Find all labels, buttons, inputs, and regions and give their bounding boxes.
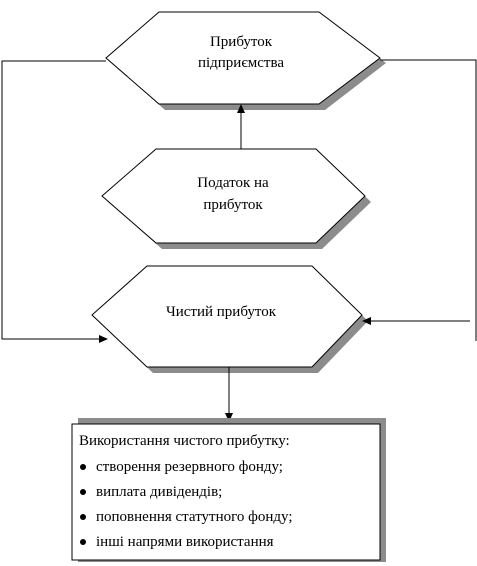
profit-tax-node: Податок на прибуток (101, 148, 371, 249)
bullet-icon (80, 514, 86, 520)
enterprise-profit-hexagon (105, 11, 381, 105)
usage-title: Використання чистого прибутку: (79, 433, 290, 449)
usage-item-text: поповнення статутного фонду; (96, 509, 293, 525)
tax-to-profit-arrow (237, 104, 245, 149)
enterprise-profit-label-line2: підприємства (198, 55, 284, 71)
usage-item: виплата дивідендів; (79, 480, 380, 505)
net-profit-hexagon (91, 265, 363, 368)
usage-box: Використання чистого прибутку: створення… (72, 424, 380, 558)
bullet-icon (80, 464, 86, 470)
usage-item-text: виплата дивідендів; (96, 484, 223, 500)
usage-box-frame (71, 423, 381, 561)
usage-list: створення резервного фонду; виплата диві… (79, 455, 380, 555)
left-loop-connector (1, 60, 108, 343)
net-profit-label: Чистий прибуток (166, 304, 277, 320)
usage-item: інші напрями використання (79, 530, 380, 555)
profit-tax-label-line1: Податок на (197, 175, 269, 191)
bullet-icon (80, 489, 86, 495)
net-profit-node: Чистий прибуток (91, 265, 368, 373)
enterprise-profit-node: Прибуток підприємства (105, 11, 386, 110)
usage-item-text: інші напрями використання (96, 534, 274, 550)
enterprise-profit-label-line1: Прибуток (210, 34, 273, 50)
usage-item-text: створення резервного фонду; (96, 459, 283, 475)
right-loop-connector (362, 59, 477, 341)
usage-item: створення резервного фонду; (79, 455, 380, 480)
profit-tax-label-line2: прибуток (203, 197, 263, 213)
bullet-icon (80, 539, 86, 545)
profit-tax-hexagon (101, 148, 366, 244)
usage-item: поповнення статутного фонду; (79, 505, 380, 530)
net-profit-to-usage-arrow (225, 367, 233, 422)
